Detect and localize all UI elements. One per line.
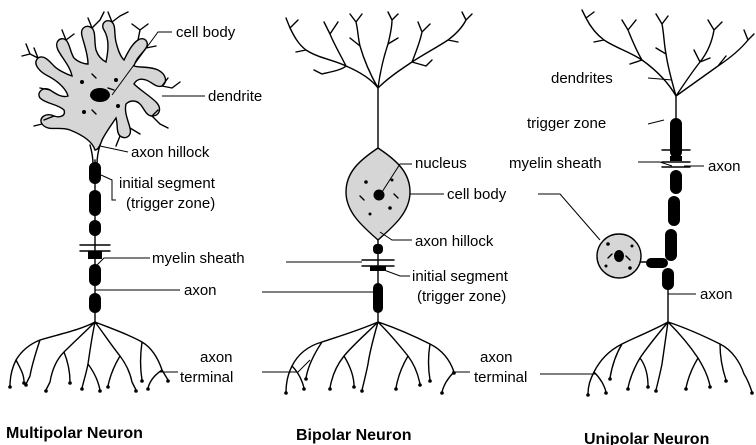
bipolar-label-initial-segment: initial segment bbox=[412, 268, 509, 285]
unipolar-label-trigger-zone: trigger zone bbox=[527, 115, 606, 132]
multipolar-neuron: cell body dendrite axon hillock initial … bbox=[6, 12, 262, 442]
bipolar-label-trigger-zone: (trigger zone) bbox=[417, 288, 506, 305]
multipolar-title: Multipolar Neuron bbox=[6, 425, 143, 442]
multipolar-label-axon-terminal-line2: terminal bbox=[180, 369, 233, 386]
bipolar-label-cell-body: cell body bbox=[447, 186, 507, 203]
multipolar-label-trigger-zone: (trigger zone) bbox=[126, 195, 215, 212]
unipolar-cell-body bbox=[597, 234, 648, 278]
bipolar-title: Bipolar Neuron bbox=[296, 427, 412, 444]
multipolar-label-axon-hillock: axon hillock bbox=[131, 144, 210, 161]
multipolar-label-axon: axon bbox=[184, 282, 217, 299]
multipolar-label-initial-segment: initial segment bbox=[119, 175, 216, 192]
multipolar-axon-terminals bbox=[10, 322, 168, 390]
bipolar-label-axon-hillock: axon hillock bbox=[415, 233, 494, 250]
unipolar-label-axon-upper: axon bbox=[708, 158, 741, 175]
bipolar-label-nucleus: nucleus bbox=[415, 155, 467, 172]
unipolar-myelin-sheath bbox=[646, 118, 682, 290]
unipolar-label-dendrites: dendrites bbox=[551, 70, 613, 87]
multipolar-cell-body bbox=[22, 12, 180, 150]
unipolar-title: Unipolar Neuron bbox=[584, 431, 709, 445]
bipolar-label-axon-terminal-line2: terminal bbox=[474, 369, 527, 386]
bipolar-label-axon-terminal-line1: axon bbox=[480, 349, 513, 366]
unipolar-terminal-buttons bbox=[586, 377, 754, 397]
unipolar-label-myelin-sheath: myelin sheath bbox=[509, 155, 602, 172]
unipolar-neuron: dendrites trigger zone myelin sheath axo… bbox=[509, 10, 754, 445]
multipolar-label-dendrite: dendrite bbox=[208, 88, 262, 105]
multipolar-label-myelin-sheath: myelin sheath bbox=[152, 250, 245, 267]
bipolar-neuron: nucleus cell body axon hillock initial s… bbox=[262, 12, 527, 444]
multipolar-label-cell-body: cell body bbox=[176, 24, 236, 41]
multipolar-terminal-buttons bbox=[8, 379, 170, 393]
bipolar-dendrites bbox=[286, 12, 472, 88]
multipolar-label-axon-terminal-line1: axon bbox=[200, 349, 233, 366]
unipolar-axon-terminals bbox=[588, 322, 752, 394]
unipolar-label-axon-lower: axon bbox=[700, 286, 733, 303]
bipolar-terminal-buttons bbox=[284, 371, 456, 395]
